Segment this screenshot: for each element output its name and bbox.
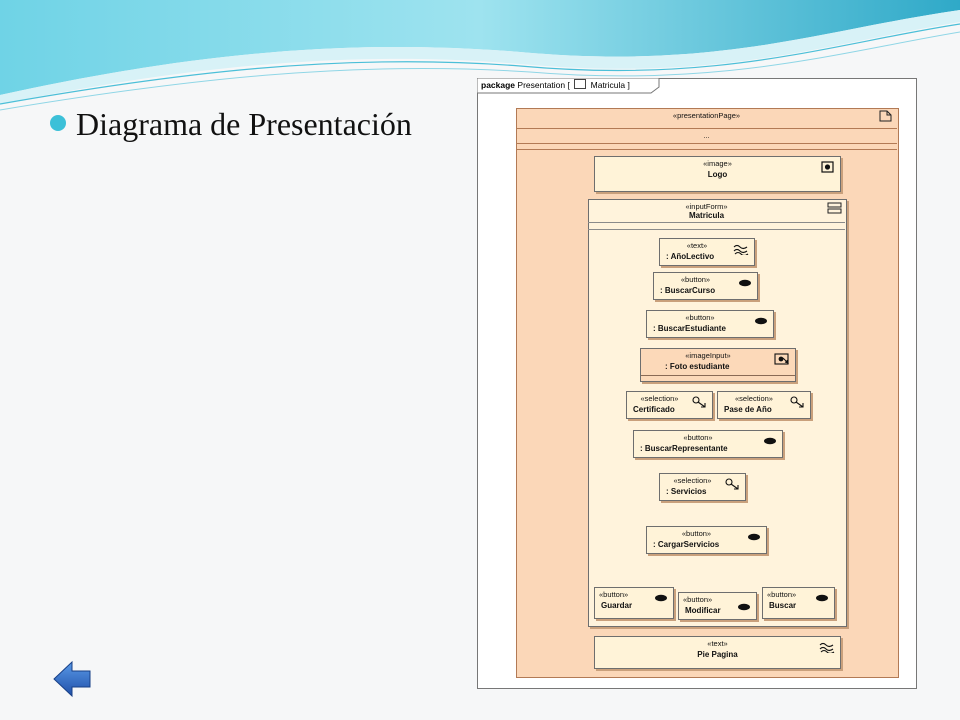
button-guardar: «button» Guardar [594,587,674,619]
back-arrow-icon[interactable] [52,660,92,698]
form-stereotype: «inputForm» [685,202,728,211]
form-divider [588,222,845,223]
element-name: : BuscarEstudiante [653,324,726,333]
text-pie-pagina: «text» Pie Pagina [594,636,841,669]
button-buscar-curso: «button» : BuscarCurso [653,272,758,300]
frame-label: package Presentation [ Matricula ] [481,79,630,90]
button-buscar-representante: «button» : BuscarRepresentante [633,430,783,458]
page-icon [879,110,892,122]
form-name: Matricula [688,211,725,220]
image-input-foto-estudiante: «imageInput» : Foto estudiante [640,348,796,382]
element-stereotype: «button» [680,275,711,284]
button-icon [738,603,750,611]
button-icon [748,533,760,541]
page-divider [516,128,897,129]
element-stereotype: «selection» [735,394,773,403]
element-name: Modificar [685,606,721,615]
frame-label-tab [477,78,660,94]
element-stereotype: «button» [681,529,712,538]
logo-stereotype: «image» [703,159,732,168]
button-cargar-servicios: «button» : CargarServicios [646,526,767,554]
element-stereotype: «button» [683,595,713,604]
image-icon [821,161,834,173]
element-stereotype: «text» [686,241,708,250]
element-name: : Servicios [666,487,707,496]
element-name: : BuscarCurso [660,286,716,295]
element-divider [641,375,795,376]
page-ellipsis: ... [703,131,710,140]
button-icon [764,437,776,445]
button-buscar: «button» Buscar [762,587,835,619]
button-modificar: «button» Modificar [678,592,757,620]
frame-label-keyword: package [481,80,516,90]
pie-pagina-name: Pie Pagina [697,650,738,659]
selection-icon [692,396,706,408]
page-divider [516,143,897,144]
selection-servicios: «selection» : Servicios [659,473,746,501]
element-name: Certificado [633,405,675,414]
element-name: Guardar [601,601,633,610]
element-stereotype: «button» [683,433,713,442]
form-divider [588,229,845,230]
element-stereotype: «button» [767,590,797,599]
text-icon [733,244,749,255]
page-stereotype: «presentationPage» [672,111,741,120]
diagram-type-icon [574,79,587,89]
form-icon [827,202,842,214]
button-icon [739,279,751,287]
frame-label-name: Presentation [517,80,566,90]
button-icon [755,317,767,325]
bullet-dot [50,115,66,131]
element-name: : AñoLectivo [666,252,715,261]
element-stereotype: «selection» [673,476,712,485]
selection-icon [725,478,739,490]
pie-pagina-stereotype: «text» [707,639,728,648]
frame-label-diagram: Matricula [590,80,626,90]
logo-element: «image» Logo [594,156,841,192]
element-stereotype: «button» [685,313,715,322]
logo-name: Logo [707,170,728,179]
frame-label-bracket-open: [ [567,80,570,90]
button-icon [655,594,667,602]
header-wave-decoration [0,0,960,111]
page-divider [516,149,897,150]
button-buscar-estudiante: «button» : BuscarEstudiante [646,310,774,338]
selection-certificado: «selection» Certificado [626,391,713,419]
selection-pase-de-anio: «selection» Pase de Año [717,391,811,419]
element-name: : Foto estudiante [665,362,730,371]
element-stereotype: «imageInput» [685,351,731,360]
bullet-text: Diagrama de Presentación [76,106,412,142]
selection-icon [790,396,804,408]
image-input-icon [774,353,789,365]
element-stereotype: «selection» [640,394,679,403]
element-name: Buscar [769,601,797,610]
element-name: Pase de Año [724,405,772,414]
text-anio-lectivo: «text» : AñoLectivo [659,238,755,266]
element-name: : CargarServicios [653,540,720,549]
element-name: : BuscarRepresentante [640,444,728,453]
text-icon [819,642,835,653]
element-stereotype: «button» [599,590,629,599]
frame-label-bracket-close: ] [627,80,630,90]
button-icon [816,594,828,602]
